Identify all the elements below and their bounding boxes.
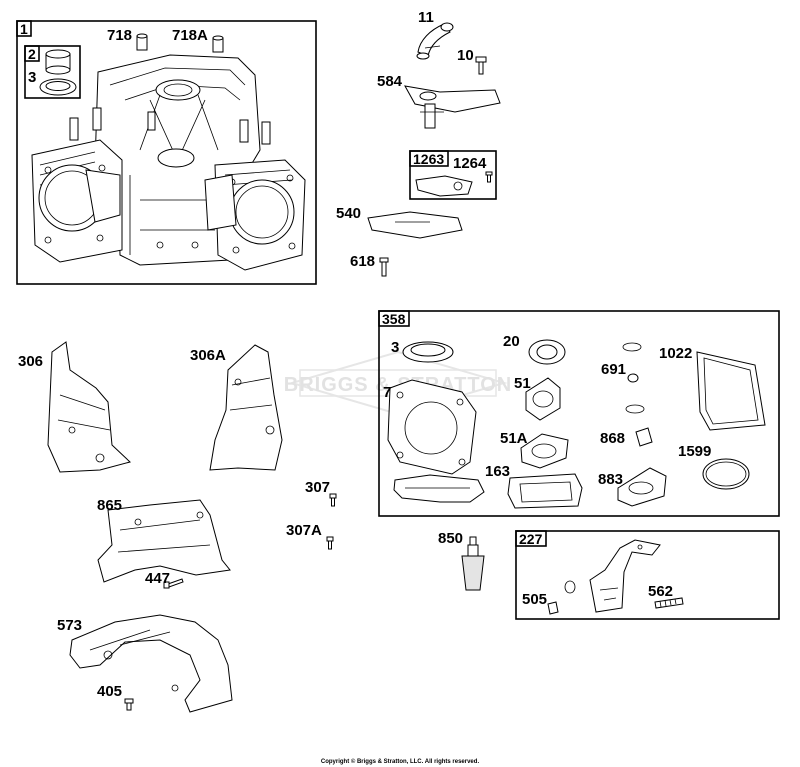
governor-bracket-227 xyxy=(589,539,661,613)
label-306a: 306A xyxy=(190,347,226,364)
label-540: 540 xyxy=(336,205,361,222)
dowel-pin-718a xyxy=(212,35,224,53)
dipstick-tube-part xyxy=(416,22,454,60)
washer-505 xyxy=(547,580,576,615)
group-1263-label: 1263 xyxy=(413,151,444,167)
group-1263-frame xyxy=(409,150,497,200)
oil-seal-358-3 xyxy=(402,341,454,363)
gasket-51 xyxy=(525,377,561,421)
label-163: 163 xyxy=(485,463,510,480)
gasket-51a xyxy=(520,433,569,469)
group-2-badge xyxy=(24,45,40,62)
rocker-gasket-1022 xyxy=(696,351,766,431)
label-562: 562 xyxy=(648,583,673,600)
label-1022: 1022 xyxy=(659,345,692,362)
label-405: 405 xyxy=(97,683,122,700)
label-573: 573 xyxy=(57,617,82,634)
label-584: 584 xyxy=(377,73,403,90)
group-358-label: 358 xyxy=(382,311,406,327)
oil-seal-part xyxy=(39,78,77,96)
sealant-tube-850 xyxy=(461,536,485,591)
part-868 xyxy=(635,427,653,447)
group-358-badge xyxy=(378,310,410,327)
label-10: 10 xyxy=(457,47,474,64)
label-691: 691 xyxy=(601,361,626,378)
label-306: 306 xyxy=(18,353,43,370)
washer-691 xyxy=(622,342,645,414)
label-3-358: 3 xyxy=(391,339,399,356)
label-51: 51 xyxy=(514,375,531,392)
label-505: 505 xyxy=(522,591,547,608)
valve-cover-strip-gasket xyxy=(393,474,485,503)
breather-reed-part xyxy=(415,175,473,197)
label-20: 20 xyxy=(503,333,520,350)
group-227-frame xyxy=(515,530,780,620)
group-227-label: 227 xyxy=(519,531,543,547)
label-868: 868 xyxy=(600,430,625,447)
group-1-label: 1 xyxy=(20,21,28,37)
o-ring-1599 xyxy=(702,458,750,490)
shield-865 xyxy=(97,499,231,583)
label-618: 618 xyxy=(350,253,375,270)
group-2-frame xyxy=(24,45,81,99)
screw-307a xyxy=(326,536,334,550)
screw-307 xyxy=(329,493,337,507)
screw-562 xyxy=(654,597,684,609)
air-guide-306a xyxy=(209,344,283,471)
gasket-883 xyxy=(617,467,667,507)
screw-1264 xyxy=(485,171,493,183)
label-883: 883 xyxy=(598,471,623,488)
label-865: 865 xyxy=(97,497,122,514)
group-1-badge xyxy=(16,20,32,37)
air-guide-306 xyxy=(47,341,131,473)
label-850: 850 xyxy=(438,530,463,547)
group-358-frame xyxy=(378,310,780,517)
screw-405 xyxy=(124,698,134,711)
label-447: 447 xyxy=(145,570,170,587)
screw-618 xyxy=(379,257,389,277)
label-11: 11 xyxy=(418,9,434,26)
dowel-pin-718 xyxy=(136,33,148,51)
group-1-frame xyxy=(16,20,317,285)
label-307a: 307A xyxy=(286,522,322,539)
shield-573 xyxy=(69,614,233,713)
copyright-notice: Copyright © Briggs & Stratton, LLC. All … xyxy=(321,758,480,765)
label-718a: 718A xyxy=(172,27,208,44)
breather-gasket-540 xyxy=(367,211,463,239)
label-718: 718 xyxy=(107,27,132,44)
screw-10 xyxy=(475,56,487,75)
group-2-label: 2 xyxy=(28,46,36,62)
breather-plate-584 xyxy=(404,85,501,129)
group-227-badge xyxy=(515,530,547,547)
label-1599: 1599 xyxy=(678,443,711,460)
bushing-part xyxy=(45,49,71,75)
label-307: 307 xyxy=(305,479,330,496)
group-1263-badge xyxy=(409,150,449,167)
label-7: 7 xyxy=(383,384,391,401)
oil-seal-20 xyxy=(528,339,566,365)
label-3-seal: 3 xyxy=(28,69,36,86)
label-51a: 51A xyxy=(500,430,528,447)
screw-447 xyxy=(163,578,184,589)
label-1264: 1264 xyxy=(453,155,487,172)
gasket-163 xyxy=(507,473,583,509)
head-gasket-7 xyxy=(387,379,477,475)
cylinder-block-part xyxy=(31,54,306,271)
